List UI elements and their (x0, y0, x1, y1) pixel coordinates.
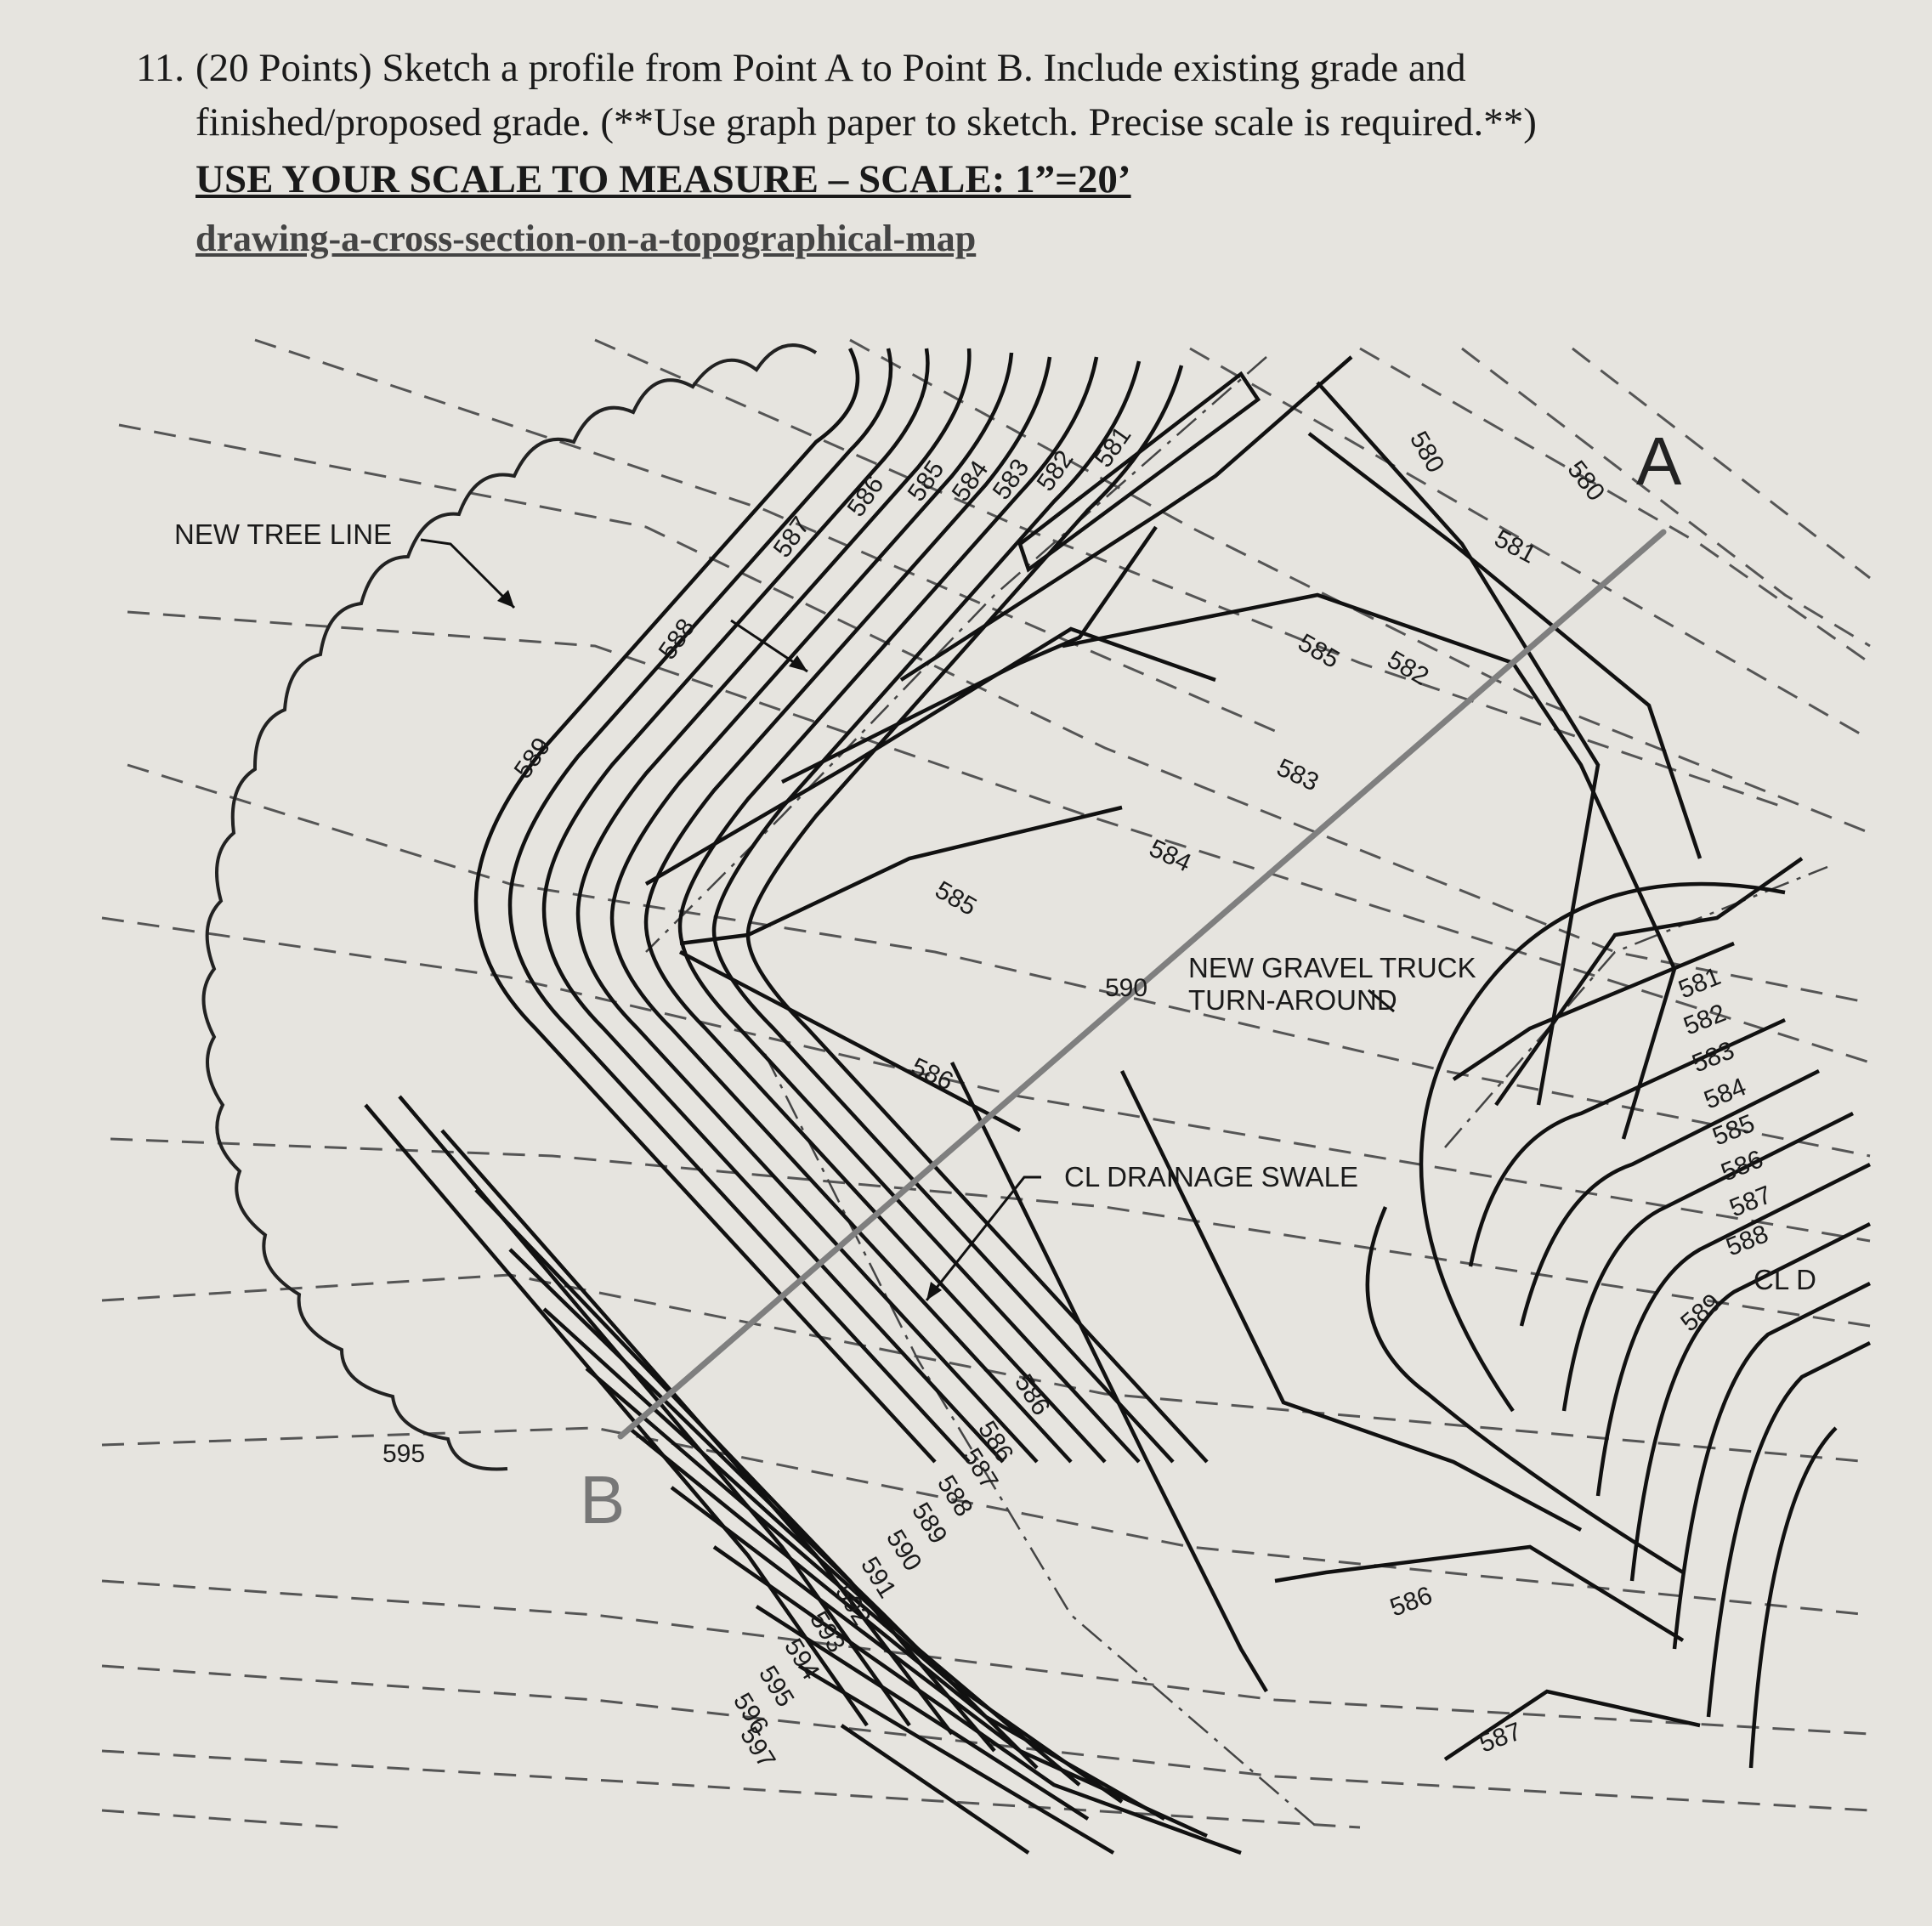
contour-label-586-bottom: 586 (1386, 1581, 1436, 1622)
swale-label: CL DRAINAGE SWALE (1064, 1161, 1358, 1192)
contour-label-584-existing: 584 (1145, 834, 1195, 877)
tree-line-label: NEW TREE LINE (174, 518, 392, 550)
right-label-581: 581 (1674, 962, 1725, 1004)
question-text-1: (20 Points) Sketch a profile from Point … (195, 46, 1466, 90)
contour-label-586-mid: 586 (907, 1052, 957, 1096)
right-label-583: 583 (1688, 1036, 1738, 1078)
turnaround-label-1: NEW GRAVEL TRUCK (1188, 952, 1476, 983)
right-label-586: 586 (1717, 1145, 1767, 1187)
existing-contours (101, 338, 1871, 1829)
contour-labels: 586 585 584 583 582 581 587 588 589 580 … (382, 422, 1610, 1758)
dash-dot-lines (645, 356, 1828, 1828)
contour-label-585-existing: 585 (1294, 628, 1345, 674)
scale-instruction: USE YOUR SCALE TO MEASURE – SCALE: 1”=20… (195, 157, 1131, 201)
right-label-585: 585 (1708, 1109, 1759, 1151)
point-b-label: B (580, 1462, 625, 1538)
contour-label-588: 588 (654, 614, 701, 665)
contour-label-595-left: 595 (382, 1440, 425, 1468)
right-label-588: 588 (1722, 1220, 1772, 1261)
contour-label-586: 586 (842, 471, 890, 522)
contour-label-583-existing: 583 (1272, 753, 1323, 796)
question-line-2: finished/proposed grade. (**Use graph pa… (195, 100, 1537, 144)
question-line-1: 11.(20 Points) Sketch a profile from Poi… (136, 41, 1751, 95)
contour-label-583: 583 (988, 454, 1035, 505)
contour-label-584: 584 (947, 456, 994, 507)
question-number: 11. (136, 46, 185, 90)
tree-line (201, 343, 818, 1471)
turnaround-label-2: TURN-AROUND (1188, 984, 1397, 1016)
contour-label-590-mid: 590 (1105, 974, 1147, 1002)
reference-link[interactable]: drawing-a-cross-section-on-a-topographic… (195, 218, 977, 259)
contour-label-581-existing: 581 (1490, 524, 1541, 569)
point-a-label: A (1636, 423, 1682, 499)
map-linework (101, 338, 1872, 1855)
contour-label-580-b: 580 (1561, 456, 1610, 507)
stack-label-597: 597 (734, 1722, 781, 1773)
cl-fragment-label: CL D (1754, 1264, 1816, 1295)
contour-label-586-swale: 586 (1009, 1369, 1056, 1420)
contour-label-587: 587 (768, 512, 816, 563)
contour-label-585-mid: 585 (931, 875, 982, 921)
proposed-contours-slope (364, 1095, 1242, 1855)
contour-label-587-bottom: 587 (1476, 1717, 1525, 1758)
lower-contour-stack: 586 587 588 589 590 591 592 593 594 595 … (728, 1416, 1019, 1773)
section-line (617, 529, 1667, 1440)
contour-label-580-a: 580 (1404, 427, 1450, 478)
question-block: 11.(20 Points) Sketch a profile from Poi… (136, 41, 1751, 269)
contour-label-585: 585 (903, 456, 950, 507)
contour-label-582: 582 (1032, 445, 1079, 496)
proposed-pad-outline (644, 355, 1872, 1769)
proposed-contours-left (473, 347, 1209, 1464)
